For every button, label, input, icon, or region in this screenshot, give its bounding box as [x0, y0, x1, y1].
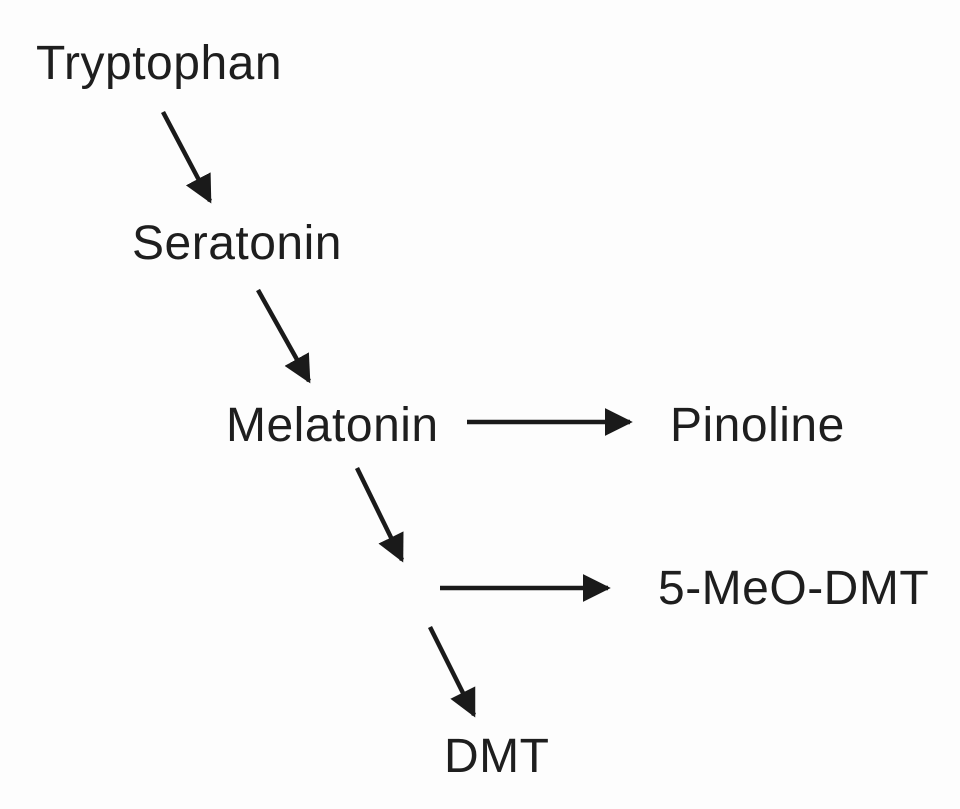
arrow-to-dmt: [427, 625, 477, 718]
arrow-seratonin-to-melatonin: [256, 288, 311, 384]
arrow-tryptophan-to-seratonin: [161, 110, 212, 204]
node-melatonin: Melatonin: [226, 399, 439, 452]
node-dmt: DMT: [444, 730, 550, 783]
arrow-melatonin-down-segment: [354, 467, 405, 563]
node-seratonin: Seratonin: [132, 217, 342, 270]
node-5-meo-dmt: 5-MeO-DMT: [658, 562, 930, 615]
node-pinoline: Pinoline: [670, 399, 845, 452]
node-tryptophan: Tryptophan: [36, 37, 283, 90]
